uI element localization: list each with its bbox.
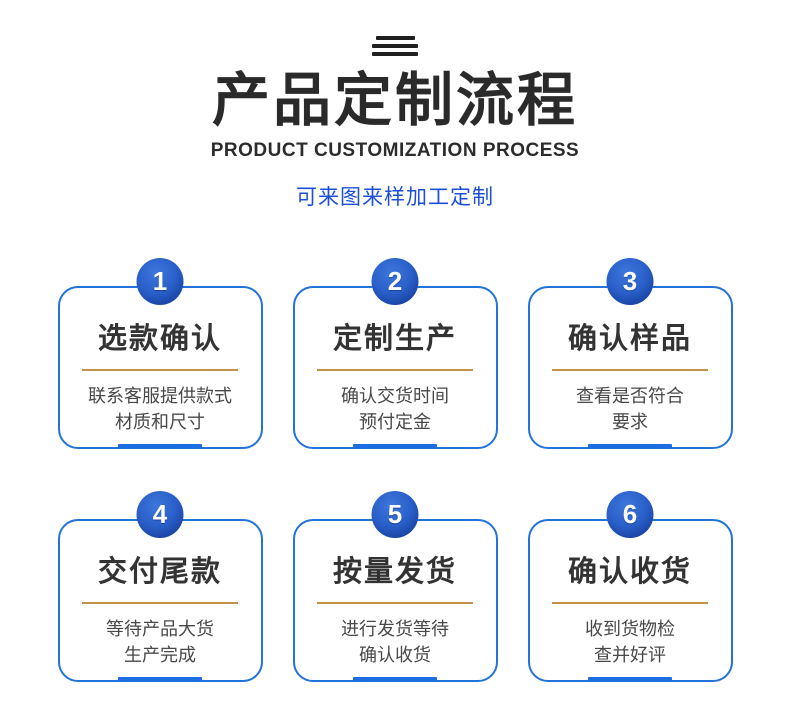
card: 确认样品 查看是否符合 要求 [527, 286, 733, 450]
tagline: 可来图来样加工定制 [296, 186, 494, 210]
step-title: 选款确认 [97, 323, 222, 356]
accent-underline [118, 676, 202, 681]
page-subtitle: PRODUCT CUSTOMIZATION PROCESS [210, 140, 580, 162]
desc-line: 材质和尺寸 [115, 411, 205, 432]
step-number-badge: 1 [136, 258, 184, 306]
divider-line [82, 602, 238, 605]
desc-line: 联系客服提供款式 [88, 386, 232, 407]
step-card-3: 3 确认样品 查看是否符合 要求 [527, 258, 733, 450]
step-description: 确认交货时间 预付定金 [305, 384, 486, 435]
step-number-badge: 5 [371, 491, 419, 539]
step-description: 收到货物检 查并好评 [540, 617, 721, 668]
divider-line [82, 369, 238, 372]
hamburger-bar [375, 36, 415, 40]
divider-line [552, 602, 708, 605]
step-description: 等待产品大货 生产完成 [70, 617, 251, 668]
step-title: 按量发货 [332, 556, 457, 589]
card: 交付尾款 等待产品大货 生产完成 [57, 519, 263, 683]
step-title: 交付尾款 [97, 556, 222, 589]
accent-underline [588, 443, 672, 448]
desc-line: 等待产品大货 [106, 619, 214, 640]
hamburger-icon [372, 36, 418, 56]
divider-line [552, 369, 708, 372]
step-number-badge: 2 [371, 258, 419, 306]
step-description: 联系客服提供款式 材质和尺寸 [70, 384, 251, 435]
accent-underline [353, 443, 437, 448]
desc-line: 收到货物检 [585, 619, 675, 640]
desc-line: 预付定金 [359, 411, 431, 432]
step-card-5: 5 按量发货 进行发货等待 确认收货 [292, 491, 498, 683]
card: 选款确认 联系客服提供款式 材质和尺寸 [57, 286, 263, 450]
step-number-badge: 3 [606, 258, 654, 306]
desc-line: 确认收货 [359, 644, 431, 665]
hamburger-bar [372, 52, 418, 56]
steps-grid: 1 选款确认 联系客服提供款式 材质和尺寸 2 定制生产 确认交货时间 预付定金… [0, 258, 790, 683]
accent-underline [353, 676, 437, 681]
step-title: 确认样品 [567, 323, 692, 356]
page-header: 产品定制流程 PRODUCT CUSTOMIZATION PROCESS 可来图… [0, 0, 790, 211]
accent-underline [588, 676, 672, 681]
card: 确认收货 收到货物检 查并好评 [527, 519, 733, 683]
divider-line [317, 369, 473, 372]
desc-line: 确认交货时间 [341, 386, 449, 407]
step-card-6: 6 确认收货 收到货物检 查并好评 [527, 491, 733, 683]
divider-line [317, 602, 473, 605]
step-description: 查看是否符合 要求 [540, 384, 721, 435]
step-description: 进行发货等待 确认收货 [305, 617, 486, 668]
step-card-1: 1 选款确认 联系客服提供款式 材质和尺寸 [57, 258, 263, 450]
card: 按量发货 进行发货等待 确认收货 [292, 519, 498, 683]
step-number-badge: 4 [136, 491, 184, 539]
page-title: 产品定制流程 [211, 68, 578, 133]
accent-underline [118, 443, 202, 448]
hamburger-bar [372, 44, 418, 48]
desc-line: 生产完成 [124, 644, 196, 665]
desc-line: 查并好评 [594, 644, 666, 665]
step-card-2: 2 定制生产 确认交货时间 预付定金 [292, 258, 498, 450]
step-title: 确认收货 [567, 556, 692, 589]
desc-line: 要求 [612, 411, 648, 432]
step-title: 定制生产 [332, 323, 457, 356]
card: 定制生产 确认交货时间 预付定金 [292, 286, 498, 450]
desc-line: 进行发货等待 [341, 619, 449, 640]
desc-line: 查看是否符合 [576, 386, 684, 407]
step-number-badge: 6 [606, 491, 654, 539]
step-card-4: 4 交付尾款 等待产品大货 生产完成 [57, 491, 263, 683]
